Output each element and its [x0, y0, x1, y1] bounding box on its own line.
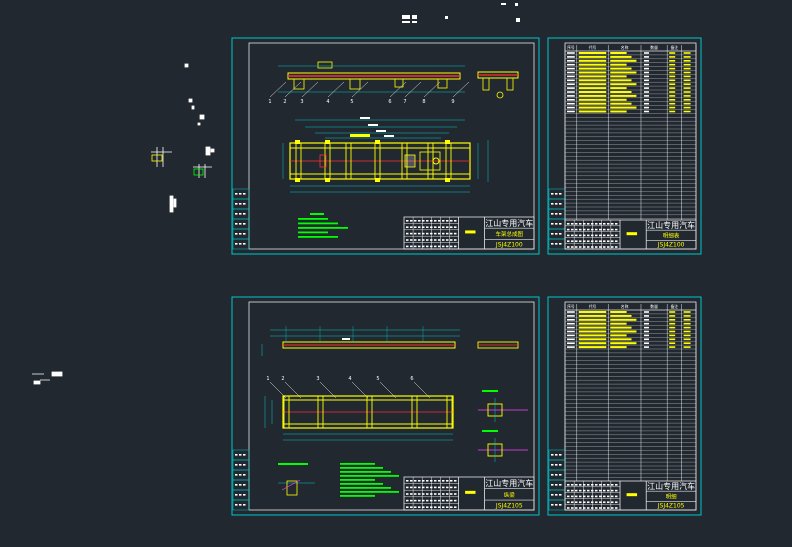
section-details: [478, 390, 528, 462]
kingpin: [432, 157, 440, 165]
crossmember-2: [345, 142, 352, 180]
end-elevation-view: [477, 71, 519, 99]
title-company: 江山专用汽车: [647, 220, 695, 230]
callout-top-1: 2: [283, 99, 286, 105]
bracket: [349, 78, 361, 90]
callout-bottom-0: 1: [266, 376, 269, 382]
callouts-bottom: 1 2 3 4 5 6: [266, 376, 431, 399]
title-drawing-number: JSJ4Z100: [657, 242, 685, 249]
side-elevation-view: [278, 61, 465, 93]
stiffener-2: [366, 395, 373, 429]
mount-plate: [319, 154, 327, 168]
callout-top-4: 5: [350, 99, 353, 105]
stiffener-1: [317, 395, 324, 429]
callout-bottom-1: 2: [281, 376, 284, 382]
plan-view: [289, 140, 471, 182]
sheet-outer-frame: [231, 296, 540, 516]
sheet-outer-frame: [231, 37, 540, 255]
bom-header-2: 名称: [621, 45, 629, 50]
title-block: [564, 480, 697, 511]
revision-strip-cell: [232, 499, 250, 511]
bom-header-4: 备注: [671, 45, 679, 50]
bom-header-1: 代号: [589, 304, 597, 309]
callout-bottom-4: 5: [376, 376, 379, 382]
detail-bubble: [496, 91, 504, 99]
sheet-outer-frame: [547, 37, 702, 255]
sheet-inner-frame: [248, 301, 535, 511]
title-part-name: 明细表: [663, 231, 680, 239]
detail-view-small: [278, 463, 315, 496]
title-part-name: 明细: [666, 492, 678, 500]
title-drawing-number: JSJ4Z100: [495, 241, 523, 248]
beam-end-section: [477, 341, 519, 349]
title-part-name: 车架总成图: [496, 230, 524, 238]
dimension-highlight: [350, 134, 370, 137]
bom-header-2: 名称: [621, 304, 629, 309]
label-block: [317, 61, 333, 69]
kingpin-plate: [419, 151, 441, 171]
callout-bottom-2: 3: [316, 376, 319, 382]
revision-strip-cell: [232, 238, 250, 250]
stray-marks-top: [402, 3, 520, 23]
bom-header-0: 序号: [567, 45, 575, 50]
title-company: 江山专用汽车: [485, 218, 533, 228]
callout-top-6: 7: [403, 99, 406, 105]
title-drawing-number: JSJ4Z105: [657, 503, 685, 510]
callout-bottom-5: 6: [410, 376, 413, 382]
stiffener-3: [411, 395, 418, 429]
sheet-inner-frame: [248, 42, 535, 250]
material-mark: [626, 232, 638, 236]
beam-elevation-view: [261, 326, 460, 356]
callout-top-5: 6: [388, 99, 391, 105]
title-drawing-number: JSJ4Z105: [495, 502, 523, 509]
title-part-name: 纵梁: [504, 491, 516, 499]
callout-top-2: 3: [300, 99, 303, 105]
sheet-outer-frame: [547, 296, 702, 516]
bom-header-0: 序号: [567, 304, 575, 309]
loose-details-left: [32, 63, 215, 385]
bracket: [394, 78, 404, 88]
technical-notes: [298, 213, 348, 238]
bom-header-4: 备注: [671, 304, 679, 309]
bracket: [293, 78, 305, 90]
plan-dimensions: [282, 117, 489, 193]
callouts-top: 1 2 3 4 5 6 7 8 9: [268, 81, 470, 105]
title-company: 江山专用汽车: [647, 481, 695, 491]
material-mark: [626, 493, 638, 497]
bom-header-3: 数量: [650, 45, 658, 50]
bracket: [437, 78, 448, 89]
title-block: [403, 216, 535, 250]
callout-top-7: 8: [422, 99, 425, 105]
title-block: [403, 476, 535, 511]
technical-notes: [340, 463, 399, 497]
callout-top-0: 1: [268, 99, 271, 105]
material-mark: [465, 230, 476, 234]
stiffener-4: [446, 395, 453, 429]
callout-top-3: 4: [326, 99, 329, 105]
bom-header-1: 代号: [589, 45, 597, 50]
stiffener-0: [283, 395, 290, 429]
mount-plate: [404, 154, 416, 168]
title-block: [564, 219, 697, 250]
callout-top-8: 9: [451, 99, 454, 105]
callout-bottom-3: 4: [348, 376, 351, 382]
bom-header-3: 数量: [650, 304, 658, 309]
crossmember-4: [401, 142, 408, 180]
title-company: 江山专用汽车: [485, 478, 533, 488]
material-mark: [465, 490, 476, 494]
beam-plan-view: [264, 395, 454, 441]
